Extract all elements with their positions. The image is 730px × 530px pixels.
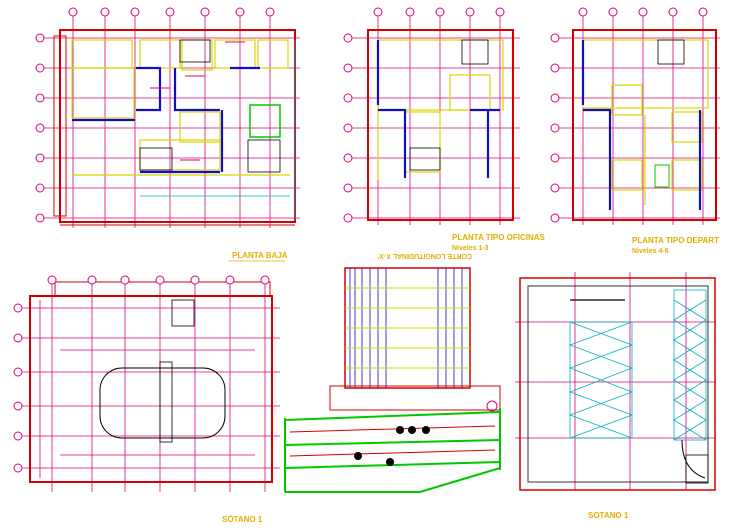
- label-niveles-oficinas: Niveles 1-3: [452, 245, 489, 252]
- plan-oficinas: [343, 7, 520, 225]
- plan-sotano-b: [515, 272, 716, 491]
- label-sotano-a: SÓTANO 1: [222, 515, 263, 524]
- plan-planta-baja: [35, 7, 300, 228]
- plan-sotano-a: [13, 275, 280, 492]
- label-planta-departamentos: PLANTA TIPO DEPART: [632, 236, 719, 245]
- label-corte: CORTE LONGITUDINAL X-X': [377, 252, 472, 259]
- plan-departamentos: [550, 7, 720, 225]
- label-planta-oficinas: PLANTA TIPO OFICINAS: [452, 233, 546, 242]
- label-sotano-b: SOTANO 1: [588, 511, 629, 520]
- label-niveles-departamentos: Niveles 4-6: [632, 248, 669, 255]
- section-corte: [284, 267, 501, 493]
- label-planta-baja: PLANTA BAJA: [232, 251, 288, 260]
